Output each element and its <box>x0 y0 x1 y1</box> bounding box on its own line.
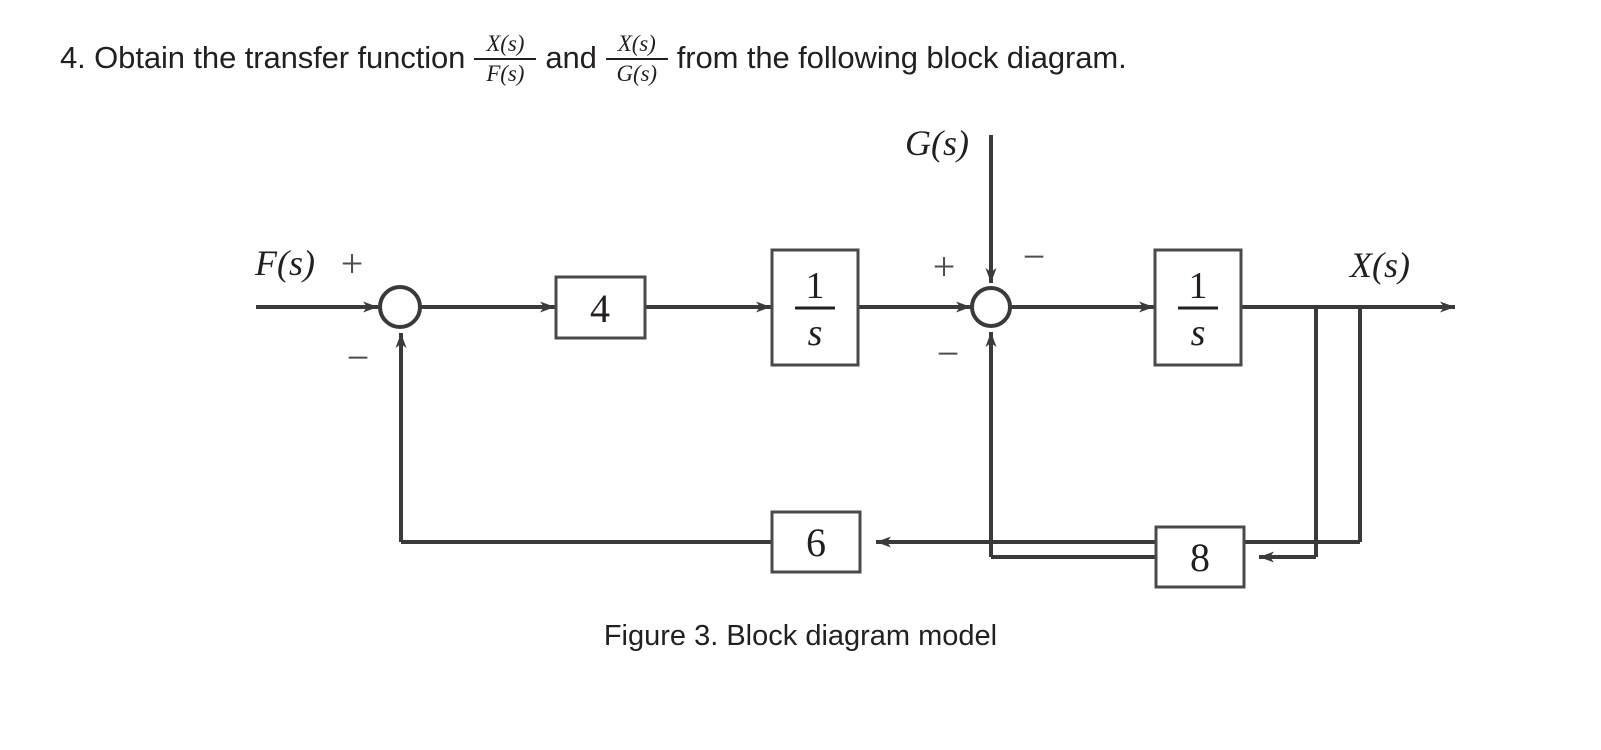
block-gain-8-label: 8 <box>1190 535 1210 580</box>
question-statement: 4. Obtain the transfer function X(s) F(s… <box>60 18 1540 98</box>
fraction-bar <box>605 58 668 60</box>
fraction-denominator: F(s) <box>486 61 525 86</box>
sum2-plus-sign: + <box>933 244 956 289</box>
figure-caption: Figure 3. Block diagram model <box>603 620 998 652</box>
sum2-minus-sign-disturbance: − <box>1023 234 1046 279</box>
block-diagram: + − + − − 4 1 s 1 s 8 6 F(s) G(s) X(s) <box>0 105 1601 625</box>
sum1-plus-sign: + <box>341 241 364 286</box>
integrator-2-denominator: s <box>1191 312 1206 354</box>
block-gain-6-label: 6 <box>806 520 826 565</box>
integrator-1-numerator: 1 <box>806 265 825 307</box>
block-gain-6 <box>770 510 862 574</box>
sum1-minus-sign: − <box>347 335 370 380</box>
fraction-numerator: X(s) <box>617 30 656 56</box>
summing-junction-2 <box>970 286 1012 328</box>
integrator-1-denominator: s <box>808 312 823 354</box>
block-gain-4 <box>554 275 647 340</box>
fraction-denominator: G(s) <box>616 61 658 86</box>
question-conjunction: and <box>545 40 597 75</box>
block-gain-4-label: 4 <box>590 286 610 331</box>
fraction-bar <box>474 58 537 60</box>
output-signal-label: X(s) <box>1348 245 1410 285</box>
sum2-minus-sign-feedback: − <box>937 331 960 376</box>
question-prefix: 4. Obtain the transfer function <box>60 40 466 75</box>
transfer-function-x-over-f: X(s) F(s) <box>474 30 537 86</box>
input-signal-label: F(s) <box>254 243 315 283</box>
integrator-2-numerator: 1 <box>1189 265 1208 307</box>
disturbance-signal-label: G(s) <box>905 123 969 163</box>
fraction-numerator: X(s) <box>486 30 525 56</box>
block-gain-8 <box>1154 525 1246 589</box>
summing-junction-1 <box>378 285 422 329</box>
transfer-function-x-over-g: X(s) G(s) <box>605 30 668 86</box>
question-suffix: from the following block diagram. <box>676 40 1127 75</box>
